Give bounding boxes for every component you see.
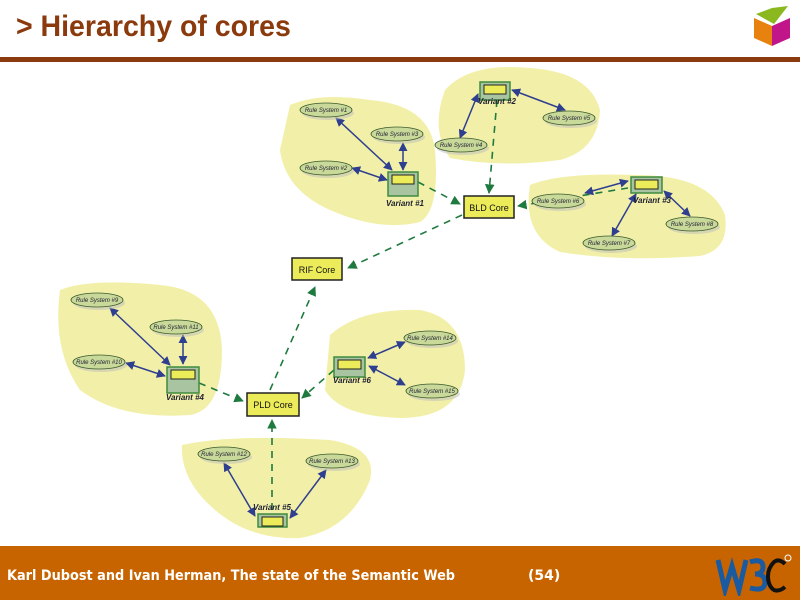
rule-system-label: Rule System #2 <box>305 166 348 172</box>
rule-system-label: Rule System #5 <box>548 116 591 122</box>
core-nodes: BLD Core RIF Core PLD Core <box>246 195 515 417</box>
w3c-logo <box>713 552 793 596</box>
rule-system-node[interactable]: Rule System #11 <box>149 319 204 337</box>
rule-system-node[interactable]: Rule System #7 <box>582 235 637 253</box>
rule-system-node[interactable]: Rule System #15 <box>405 383 460 401</box>
rule-system-node[interactable]: Rule System #14 <box>403 330 458 348</box>
variant-label: Variant #5 <box>253 503 291 512</box>
rule-system-label: Rule System #14 <box>407 336 453 342</box>
variant-node[interactable]: Variant #6 <box>333 356 372 385</box>
variant-label: Variant #3 <box>633 196 671 205</box>
svg-text:BLD Core: BLD Core <box>469 203 509 213</box>
pld-core[interactable]: PLD Core <box>246 392 300 417</box>
variant-node[interactable]: Variant #2 <box>478 81 517 106</box>
variant-node[interactable]: Variant #4 <box>166 366 205 402</box>
rule-system-label: Rule System #11 <box>153 325 198 331</box>
rule-system-label: Rule System #10 <box>76 360 122 366</box>
rule-system-label: Rule System #12 <box>201 452 247 458</box>
rule-system-node[interactable]: Rule System #5 <box>542 110 597 128</box>
rule-system-node[interactable]: Rule System #9 <box>70 292 125 310</box>
rule-system-label: Rule System #7 <box>588 241 631 247</box>
rule-system-node[interactable]: Rule System #12 <box>197 446 252 464</box>
bld-core[interactable]: BLD Core <box>463 195 515 219</box>
rule-system-node[interactable]: Rule System #2 <box>299 160 354 178</box>
page-title: > Hierarchy of cores <box>16 10 291 43</box>
rule-system-label: Rule System #6 <box>537 199 580 205</box>
rule-system-label: Rule System #15 <box>409 389 455 395</box>
rule-system-node[interactable]: Rule System #3 <box>370 126 425 144</box>
variant-label: Variant #6 <box>333 376 371 385</box>
variant-label: Variant #2 <box>478 97 516 106</box>
rule-system-node[interactable]: Rule System #4 <box>434 137 489 155</box>
svg-text:RIF Core: RIF Core <box>299 265 336 275</box>
header-divider <box>0 57 800 62</box>
rule-system-label: Rule System #8 <box>671 222 714 228</box>
rule-system-label: Rule System #3 <box>376 132 419 138</box>
semantic-web-cube-logo <box>752 4 792 53</box>
rif-core[interactable]: RIF Core <box>291 257 343 281</box>
rule-system-label: Rule System #13 <box>309 459 355 465</box>
rule-system-links <box>109 88 691 519</box>
rule-system-node[interactable]: Rule System #1 <box>299 102 354 120</box>
footer-bar: Karl Dubost and Ivan Herman, The state o… <box>0 546 800 600</box>
rule-system-label: Rule System #9 <box>76 298 119 304</box>
variant-node[interactable]: Variant #5 <box>253 503 292 528</box>
variant-node[interactable]: Variant #1 <box>386 171 425 208</box>
rule-system-node[interactable]: Rule System #6 <box>531 193 586 211</box>
rule-system-node[interactable]: Rule System #8 <box>665 216 720 234</box>
rule-system-node[interactable]: Rule System #10 <box>72 354 127 372</box>
variant-node[interactable]: Variant #3 <box>630 176 672 205</box>
variant-label: Variant #4 <box>166 393 204 402</box>
footer-credit: Karl Dubost and Ivan Herman, The state o… <box>7 568 456 584</box>
rule-system-label: Rule System #4 <box>440 143 483 149</box>
variant-label: Variant #1 <box>386 199 424 208</box>
rule-system-node[interactable]: Rule System #13 <box>305 453 360 471</box>
page-number: (54) <box>528 568 561 584</box>
rule-system-label: Rule System #1 <box>305 108 347 114</box>
svg-text:PLD Core: PLD Core <box>253 400 293 410</box>
